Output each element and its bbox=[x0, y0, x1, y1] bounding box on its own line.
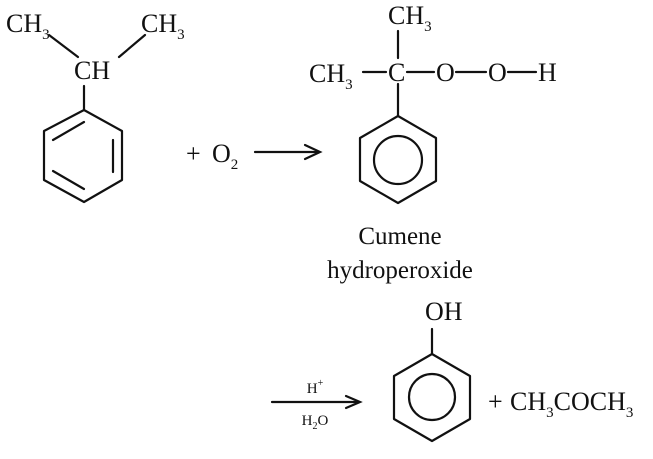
quaternary-carbon: C bbox=[388, 58, 405, 87]
oxygen-reagent: O2 bbox=[212, 139, 238, 173]
bond-line bbox=[47, 33, 80, 59]
double-bond-line bbox=[51, 169, 86, 191]
aromatic-circle bbox=[407, 372, 457, 422]
oxygen-atom: O bbox=[436, 58, 455, 87]
double-bond-line bbox=[51, 120, 86, 142]
hydroxyl-group: OH bbox=[425, 297, 463, 326]
benzene-ring bbox=[392, 352, 472, 443]
reaction-arrow bbox=[253, 143, 323, 161]
benzene-ring bbox=[358, 114, 438, 205]
cumene-hydroperoxide-molecule: CH3 CH3 C O O H Cumene hydroperoxide bbox=[309, 1, 557, 284]
oxygen-atom: O bbox=[488, 58, 507, 87]
acid-hydrolysis-arrow: H+ H2O bbox=[270, 378, 363, 432]
aromatic-circle bbox=[372, 134, 424, 186]
benzene-ring bbox=[42, 108, 124, 204]
plus-sign: + bbox=[186, 139, 201, 168]
methyl-group-right: CH3 bbox=[141, 9, 185, 43]
phenol-molecule: OH bbox=[392, 297, 472, 443]
compound-name: Cumene bbox=[358, 223, 441, 250]
water-reagent: H2O bbox=[302, 413, 329, 432]
methyl-group-left: CH3 bbox=[6, 9, 50, 43]
methyl-group-top: CH3 bbox=[388, 1, 432, 35]
cumene-molecule: CH3 CH3 CH bbox=[6, 9, 185, 204]
ch-group: CH bbox=[74, 56, 110, 85]
hydrogen-atom: H bbox=[538, 58, 557, 87]
plus-sign: + bbox=[488, 387, 503, 416]
acid-reagent: H+ bbox=[307, 378, 324, 397]
compound-name: hydroperoxide bbox=[327, 257, 473, 284]
acetone-formula: CH3COCH3 bbox=[510, 387, 633, 421]
bond-line bbox=[117, 33, 147, 59]
methyl-group-left: CH3 bbox=[309, 59, 353, 93]
